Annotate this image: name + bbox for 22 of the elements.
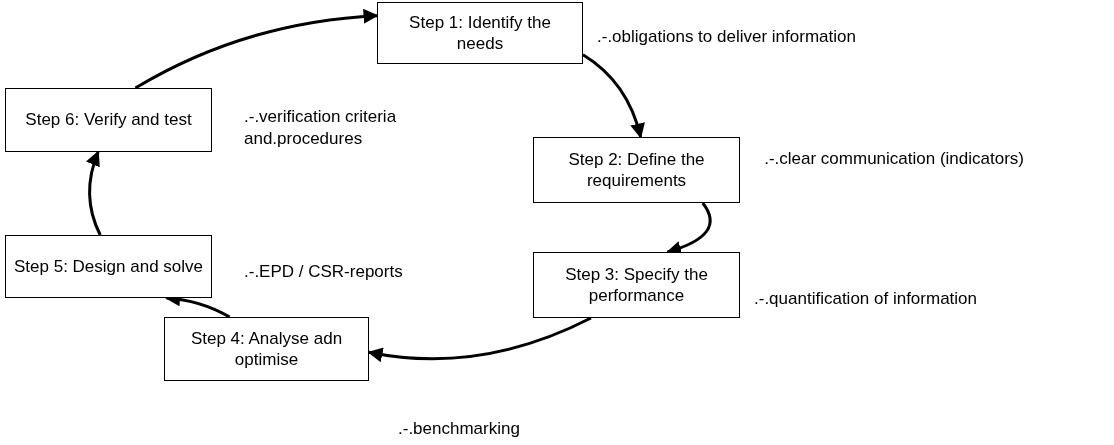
step-label: Step 4: Analyse adn optimise: [189, 327, 344, 371]
annotation-text: .-.obligations to deliver information: [597, 26, 857, 48]
curved-arrow: [86, 150, 102, 236]
step-label: Step 3: Specify the performance: [564, 263, 709, 307]
annotation-text: .-.EPD / CSR-reports: [244, 261, 404, 283]
step-box: [533, 252, 740, 318]
step-label: Step 5: Design and solve: [14, 255, 203, 278]
step-box: [164, 317, 369, 381]
step-label: Step 2: Define the requirements: [567, 148, 706, 192]
step-box: [5, 235, 212, 298]
step-label: Step 1: Identify the needs: [408, 11, 552, 55]
curved-arrow: [134, 9, 379, 90]
annotation-text: .-.quantification of information: [754, 288, 978, 310]
annotation-text: .-.verification criteria and.procedures: [244, 106, 398, 151]
curved-arrow: [582, 53, 645, 139]
curved-arrow: [367, 316, 592, 362]
step-box: [533, 137, 740, 203]
annotation-text: .-.clear communication (indicators): [763, 148, 1024, 170]
step-box: [377, 2, 583, 64]
step-label: Step 6: Verify and test: [25, 109, 192, 131]
step-box: [5, 88, 212, 152]
annotation-text: .-.benchmarking: [398, 418, 521, 440]
